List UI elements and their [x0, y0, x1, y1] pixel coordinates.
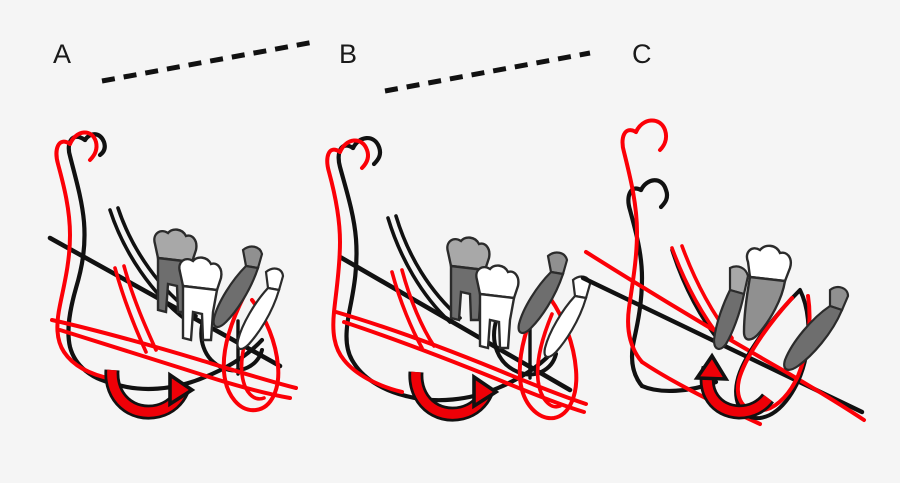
panel-c: C [580, 39, 866, 426]
inferior-border-red-a [50, 318, 298, 390]
mandible-condyle-red-c [634, 118, 669, 152]
panel-label-c: C [632, 39, 652, 69]
osteotomy-line1-red-b [390, 270, 424, 350]
tooth-crown [745, 244, 792, 283]
mandible-coronoid-line1-black-a [108, 208, 188, 322]
inferior-border-red-c [584, 250, 866, 422]
mandible-ramus-red-c [620, 128, 644, 364]
inferior-border2-red-b [342, 320, 586, 414]
tooth-root [181, 284, 219, 342]
mandible-ramus-black-b [336, 143, 409, 399]
mandible-ramus-red-b [325, 147, 404, 394]
tooth-crown [241, 245, 264, 270]
tooth-molar-white-a [178, 256, 223, 342]
osteotomy-line2-red-b [400, 268, 436, 348]
inferior-border-red-b [334, 310, 588, 406]
symphysis-loop-red-b [517, 294, 579, 421]
panel-label-b: B [339, 39, 357, 69]
dashed-reference-line-a [101, 39, 315, 84]
tooth-anterior-outline-a [236, 267, 285, 350]
panel-a: A [47, 39, 315, 420]
tooth-anterior-outline-b [543, 275, 592, 358]
inferior-border2-red-a [58, 328, 292, 400]
mandible-condyle-red-b [338, 138, 371, 170]
tooth-impacted-dark-c [783, 286, 850, 371]
tooth-crown [153, 228, 198, 264]
tooth-root [212, 264, 260, 328]
tooth-root-adjacent [712, 288, 746, 350]
panel-label-a: A [53, 39, 71, 69]
tooth-crown [546, 251, 569, 276]
osteotomy-line2-red-a [122, 264, 158, 352]
mandible-ramus-black-a [66, 134, 115, 386]
tooth-root [236, 286, 281, 350]
tooth-molar-white-c [712, 244, 792, 350]
tooth-root [543, 294, 588, 358]
occlusal-plane-line-b [337, 254, 573, 393]
mandible-ramus-red-a [54, 139, 114, 381]
tooth-root [478, 292, 516, 350]
tooth-crown-adjacent [728, 265, 750, 296]
tooth-root [742, 275, 787, 341]
tooth-crown [475, 264, 520, 300]
dashed-reference-line-b [384, 50, 591, 94]
rotation-arrow-b [408, 371, 500, 422]
rotation-arrow-c [693, 352, 774, 420]
symphysis-loop-red-a [221, 294, 281, 413]
mandible-ramus-black-c [626, 186, 645, 389]
tooth-root [517, 270, 565, 334]
mandible-condyle-black-c [638, 178, 670, 210]
tooth-root [783, 304, 844, 371]
tooth-impacted-dark-a [212, 245, 264, 328]
panel-b: B [325, 39, 592, 422]
tooth-crown [264, 267, 285, 292]
tooth-crown [446, 236, 491, 272]
symphysis-loop-red2-c [756, 294, 812, 413]
tooth-crown [828, 286, 850, 312]
rotation-arrow-a [104, 369, 196, 420]
tooth-crown [178, 256, 223, 292]
mandible-condyle-red-a [68, 130, 99, 162]
tooth-molar-white-b [475, 264, 520, 350]
symphysis-loop-inner-red-b [535, 312, 562, 409]
tooth-impacted-dark-b [517, 251, 569, 334]
